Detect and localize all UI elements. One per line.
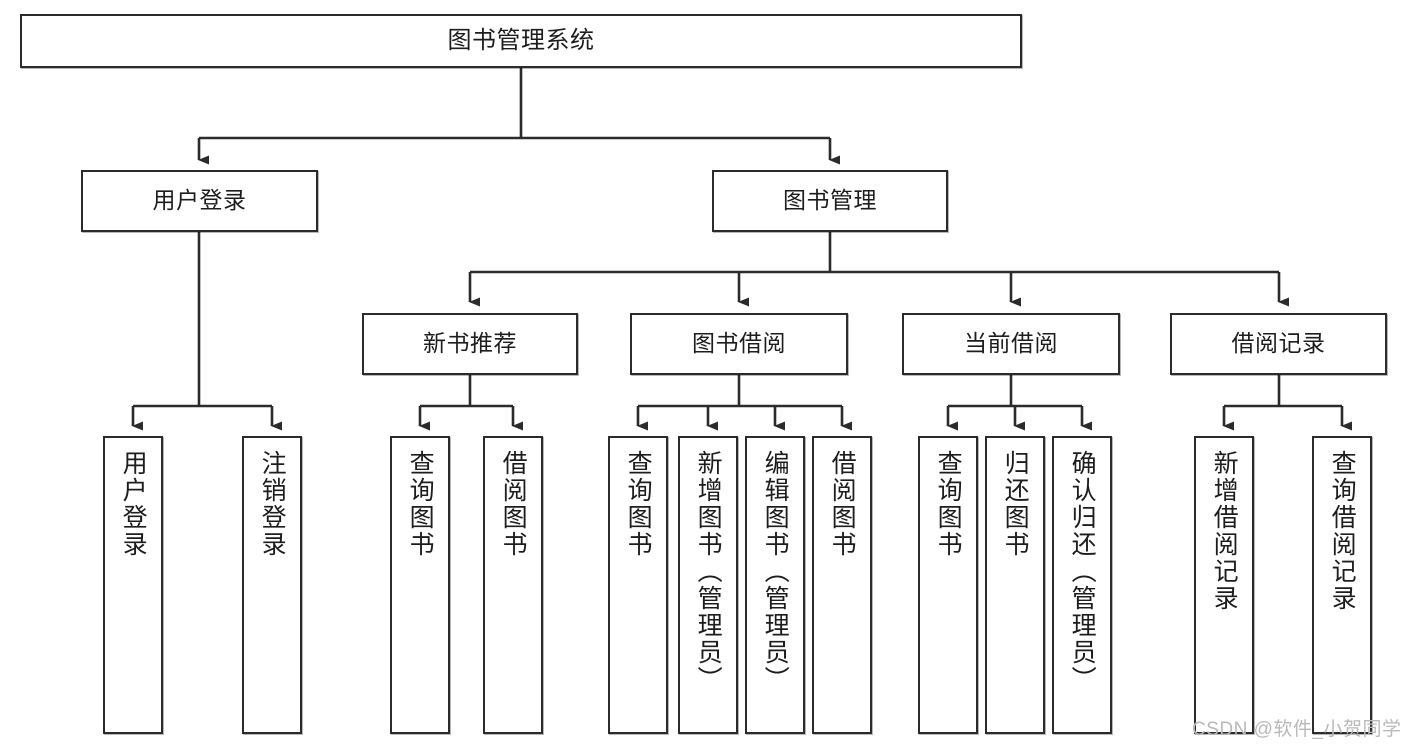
node-label: 注销登录 bbox=[258, 450, 287, 558]
node-label: 当前借阅 bbox=[964, 330, 1058, 357]
leaf-return-book[interactable]: 归还图书 bbox=[985, 436, 1045, 734]
leaf-query-book-current[interactable]: 查询图书 bbox=[918, 436, 978, 734]
node-label: 用户登录 bbox=[119, 450, 148, 558]
node-label: 查询借阅记录 bbox=[1328, 450, 1357, 612]
node-label: 借阅记录 bbox=[1231, 330, 1326, 357]
watermark-text: CSDN @软件_小贺同学 bbox=[1192, 719, 1402, 740]
node-current-borrow[interactable]: 当前借阅 bbox=[902, 313, 1120, 375]
leaf-borrow-book[interactable]: 借阅图书 bbox=[812, 436, 872, 734]
node-label: 编辑图书（管理员） bbox=[761, 450, 790, 693]
node-root-system[interactable]: 图书管理系统 bbox=[20, 14, 1022, 68]
leaf-edit-book-admin[interactable]: 编辑图书（管理员） bbox=[745, 436, 805, 734]
node-label: 借阅图书 bbox=[499, 450, 528, 558]
node-label: 图书管理 bbox=[783, 187, 877, 214]
leaf-query-book-borrow[interactable]: 查询图书 bbox=[608, 436, 668, 734]
leaf-query-borrow-record[interactable]: 查询借阅记录 bbox=[1312, 436, 1372, 734]
node-book-borrow[interactable]: 图书借阅 bbox=[630, 313, 848, 375]
node-label: 归还图书 bbox=[1001, 450, 1030, 558]
leaf-logout[interactable]: 注销登录 bbox=[242, 436, 302, 734]
node-label: 确认归还（管理员） bbox=[1068, 450, 1097, 693]
leaf-confirm-return-admin[interactable]: 确认归还（管理员） bbox=[1052, 436, 1112, 734]
node-label: 借阅图书 bbox=[828, 450, 857, 558]
node-label: 新书推荐 bbox=[423, 330, 517, 357]
node-label: 查询图书 bbox=[406, 450, 435, 558]
node-label: 新增图书（管理员） bbox=[694, 450, 723, 693]
leaf-add-book-admin[interactable]: 新增图书（管理员） bbox=[678, 436, 738, 734]
leaf-add-borrow-record[interactable]: 新增借阅记录 bbox=[1194, 436, 1254, 734]
node-user-login[interactable]: 用户登录 bbox=[81, 170, 318, 232]
node-book-management[interactable]: 图书管理 bbox=[712, 170, 948, 232]
node-label: 新增借阅记录 bbox=[1210, 450, 1239, 612]
leaf-borrow-book-recommend[interactable]: 借阅图书 bbox=[483, 436, 543, 734]
node-label: 图书管理系统 bbox=[447, 26, 595, 54]
node-label: 用户登录 bbox=[152, 187, 247, 214]
node-new-book-recommend[interactable]: 新书推荐 bbox=[362, 313, 578, 375]
leaf-query-book-recommend[interactable]: 查询图书 bbox=[390, 436, 450, 734]
node-label: 查询图书 bbox=[934, 450, 963, 558]
node-label: 图书借阅 bbox=[692, 330, 786, 357]
node-borrow-record[interactable]: 借阅记录 bbox=[1170, 313, 1387, 375]
leaf-user-login[interactable]: 用户登录 bbox=[103, 436, 163, 734]
node-label: 查询图书 bbox=[624, 450, 653, 558]
